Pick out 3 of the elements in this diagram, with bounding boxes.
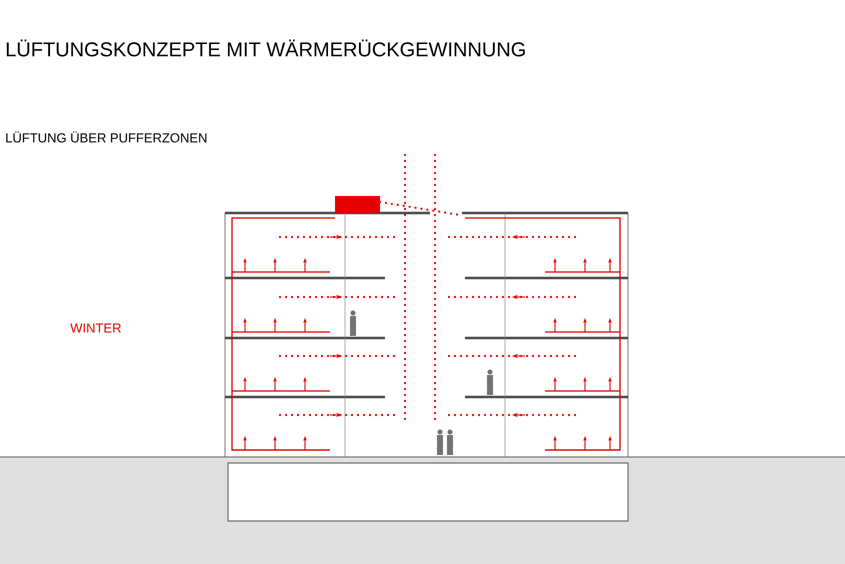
season-label: WINTER: [70, 324, 121, 332]
title: LÜFTUNGSKONZEPTE MIT WÄRMERÜCKGEWINNUNG: [6, 40, 525, 56]
subtitle: LÜFTUNG ÜBER PUFFERZONEN: [6, 132, 206, 142]
